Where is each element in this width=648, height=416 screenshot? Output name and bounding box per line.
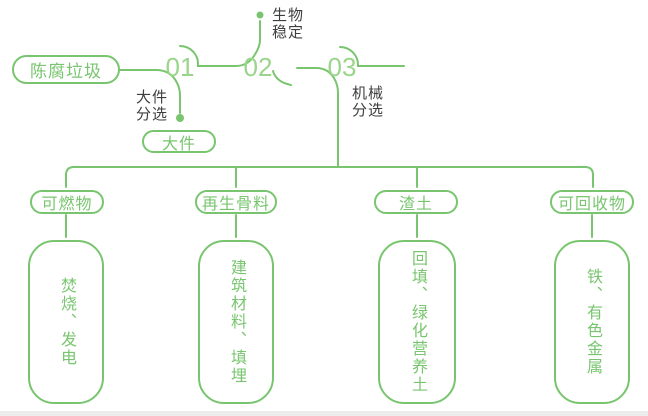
flow-swash-02 xyxy=(272,70,292,86)
detail-text: 焚烧、发电 xyxy=(58,277,75,367)
node-combustible: 可燃物 xyxy=(30,190,104,214)
label-line: 稳定 xyxy=(272,24,305,41)
label-line: 分选 xyxy=(352,102,385,119)
label-line: 分选 xyxy=(136,106,169,123)
step-number-01: 01 xyxy=(165,52,195,82)
flow-arc-01-to-02 xyxy=(179,20,261,67)
step-number-03: 03 xyxy=(327,52,357,82)
label-line: 大件 xyxy=(136,89,169,106)
label-line: 机械 xyxy=(352,85,385,102)
connector-dot-bulky xyxy=(176,114,184,122)
detail-text: 铁、有色金属 xyxy=(584,268,601,376)
flow-line-source-to-bulky-dot xyxy=(119,69,181,114)
page-bottom-strip xyxy=(0,411,648,416)
node-slag: 渣土 xyxy=(374,190,458,214)
step-number-02: 02 xyxy=(243,52,273,82)
detail-box-slag: 回填、绿化营养土 xyxy=(378,240,456,404)
connector-dot-bio xyxy=(256,11,264,19)
node-recyclable: 可回收物 xyxy=(550,190,634,214)
detail-box-recycled-aggregate: 建筑材料、填埋 xyxy=(198,240,274,404)
distribution-line xyxy=(65,166,594,188)
flow-arc-03-out xyxy=(339,45,405,67)
step-label-mechanical-sorting: 机械 分选 xyxy=(352,85,384,119)
label-line: 生物 xyxy=(272,7,305,24)
step-label-bio-stabilization: 生物 稳定 xyxy=(272,7,304,41)
node-bulky: 大件 xyxy=(142,130,216,153)
detail-text: 回填、绿化营养土 xyxy=(409,250,426,394)
detail-box-combustible: 焚烧、发电 xyxy=(28,240,104,404)
node-source: 陈腐垃圾 xyxy=(12,55,120,84)
detail-box-recyclable: 铁、有色金属 xyxy=(554,240,630,404)
node-recycled-aggregate: 再生骨料 xyxy=(195,190,277,214)
flow-line-02-to-03-drop xyxy=(296,67,339,168)
detail-text: 建筑材料、填埋 xyxy=(228,259,245,385)
step-label-bulky-sorting: 大件 分选 xyxy=(136,89,168,123)
